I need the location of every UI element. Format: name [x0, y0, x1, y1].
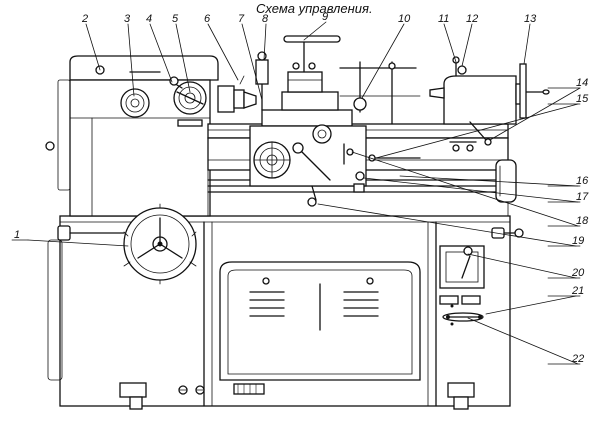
- callout-22: 22: [571, 353, 584, 365]
- cross-slide-dial[interactable]: [312, 124, 332, 144]
- diagram-title: Схема управления.: [256, 1, 373, 16]
- toolpost-handle[interactable]: [283, 35, 341, 43]
- ammeter-window: [439, 245, 485, 289]
- stop-rod-assembly: [339, 61, 421, 125]
- electrical-panel: [439, 245, 485, 326]
- feed-handwheel[interactable]: [57, 203, 197, 285]
- front-door: [219, 261, 421, 381]
- callout-3: 3: [124, 13, 131, 25]
- feed-engage-knob[interactable]: [307, 197, 317, 207]
- tailstock-handwheel[interactable]: [519, 63, 527, 119]
- carriage: [249, 35, 367, 207]
- callout-18: 18: [576, 215, 589, 227]
- callout-12: 12: [466, 13, 478, 25]
- callout-17: 17: [576, 191, 589, 203]
- callout-10: 10: [398, 13, 411, 25]
- callout-14: 14: [576, 77, 588, 89]
- button-stop[interactable]: [439, 295, 459, 305]
- callout-21: 21: [571, 285, 584, 297]
- callout-16: 16: [576, 175, 589, 187]
- callout-4: 4: [146, 13, 152, 25]
- callout-5: 5: [172, 13, 179, 25]
- callout-2: 2: [81, 13, 88, 25]
- foot-left: [119, 382, 147, 398]
- spindle-speed-dial[interactable]: [120, 88, 150, 118]
- tailstock-end-bracket: [495, 159, 517, 203]
- callout-19: 19: [572, 235, 584, 247]
- carriage-stop: [368, 141, 477, 162]
- callout-6: 6: [204, 13, 211, 25]
- spindle-chuck: [217, 75, 257, 113]
- tailstock: [429, 56, 550, 146]
- switch-knob[interactable]: [463, 246, 473, 256]
- callout-20: 20: [571, 267, 585, 279]
- feed-lever-knob[interactable]: [169, 76, 179, 86]
- tailstock-clamp-knob[interactable]: [457, 65, 467, 75]
- callout-leaders: [11, 21, 581, 365]
- half-nut-lever[interactable]: [292, 142, 304, 154]
- callout-8: 8: [262, 13, 269, 25]
- callout-7: 7: [238, 13, 245, 25]
- callout-labels: 1 2 3 4 5 6 7 8 9 10 11 12 13 14 15 16 1…: [14, 11, 589, 365]
- tool-post: [287, 71, 323, 93]
- callout-15: 15: [576, 93, 589, 105]
- callout-9: 9: [322, 11, 328, 23]
- callout-13: 13: [524, 13, 537, 25]
- foot-right: [447, 382, 475, 398]
- callout-11: 11: [438, 13, 449, 25]
- button-start[interactable]: [461, 295, 481, 305]
- callout-1: 1: [14, 229, 20, 241]
- headstock: [45, 55, 219, 217]
